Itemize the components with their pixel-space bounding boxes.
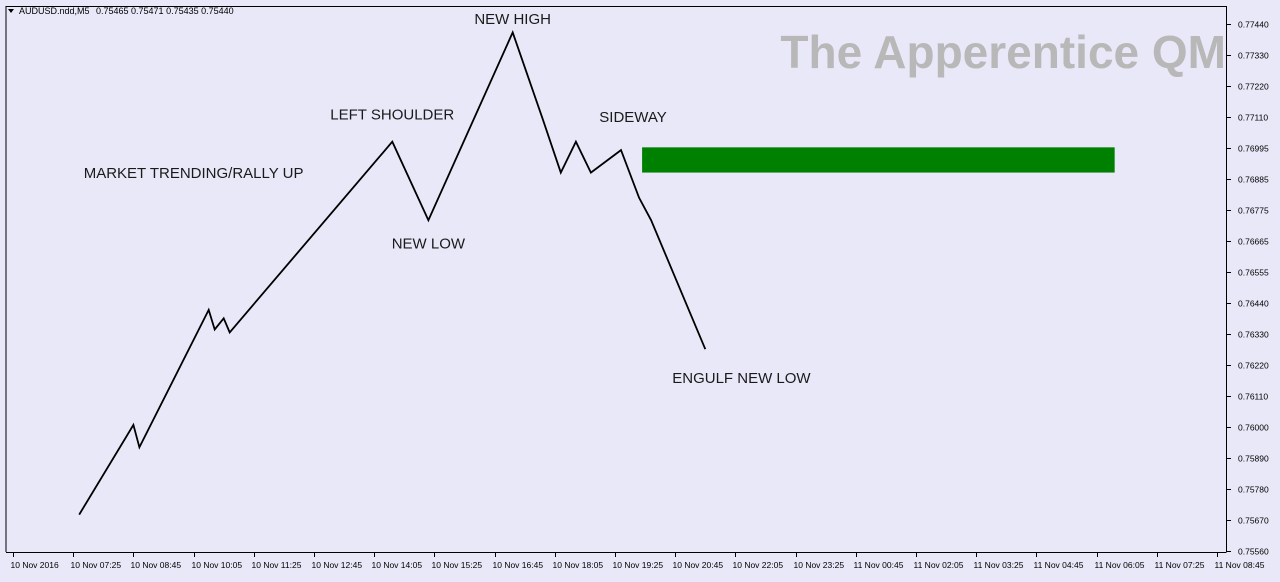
x-tick-label: 10 Nov 10:05 [192, 560, 243, 570]
x-tick-label: 10 Nov 14:05 [372, 560, 423, 570]
y-tick-label: 0.76330 [1238, 330, 1269, 340]
y-tick-label: 0.76995 [1238, 144, 1269, 154]
y-tick-label: 0.77110 [1238, 113, 1268, 123]
x-tick-label: 10 Nov 15:25 [432, 560, 483, 570]
y-tick-label: 0.77440 [1238, 20, 1269, 30]
y-tick-label: 0.76885 [1238, 175, 1269, 185]
x-tick-label: 10 Nov 23:25 [794, 560, 845, 570]
x-tick-label: 11 Nov 08:45 [1215, 560, 1265, 570]
x-tick-label: 11 Nov 04:45 [1034, 560, 1084, 570]
annotation-label: LEFT SHOULDER [330, 106, 454, 123]
y-tick-label: 0.77330 [1238, 51, 1269, 61]
x-tick-label: 10 Nov 16:45 [493, 560, 544, 570]
y-tick-label: 0.76665 [1238, 237, 1269, 247]
symbol-caption: AUDUSD.ndd,M5 [19, 6, 90, 16]
y-tick-label: 0.76440 [1238, 299, 1269, 309]
supply-zone-rect [642, 147, 1115, 172]
annotation-label: ENGULF NEW LOW [672, 370, 811, 387]
x-tick-label: 11 Nov 06:05 [1095, 560, 1145, 570]
x-tick-label: 11 Nov 07:25 [1155, 560, 1205, 570]
y-tick-label: 0.76555 [1238, 268, 1269, 278]
y-tick-label: 0.76000 [1238, 423, 1269, 433]
x-tick-label: 11 Nov 02:05 [914, 560, 964, 570]
y-tick-label: 0.75780 [1238, 485, 1269, 495]
x-tick-label: 11 Nov 00:45 [854, 560, 904, 570]
annotation-label: NEW LOW [392, 235, 466, 252]
x-tick-label: 10 Nov 20:45 [673, 560, 724, 570]
x-tick-label: 10 Nov 11:25 [252, 560, 302, 570]
annotation-label: SIDEWAY [599, 109, 667, 126]
y-tick-label: 0.75560 [1238, 547, 1269, 557]
x-tick-label: 10 Nov 07:25 [71, 560, 122, 570]
window-caption: AUDUSD.ndd,M5 0.75465 0.75471 0.75435 0.… [8, 6, 234, 16]
y-tick-label: 0.76220 [1238, 361, 1269, 371]
annotation-label: NEW HIGH [474, 11, 551, 28]
x-tick-label: 10 Nov 08:45 [131, 560, 182, 570]
x-tick-label: 10 Nov 2016 [11, 560, 59, 570]
annotation-label: MARKET TRENDING/RALLY UP [84, 165, 304, 182]
y-tick-label: 0.76110 [1238, 392, 1268, 402]
ohlc-caption: 0.75465 0.75471 0.75435 0.75440 [96, 6, 234, 16]
y-tick-label: 0.75670 [1238, 516, 1269, 526]
x-tick-label: 10 Nov 18:05 [553, 560, 604, 570]
x-tick-label: 10 Nov 19:25 [613, 560, 664, 570]
x-tick-label: 10 Nov 12:45 [312, 560, 363, 570]
watermark-logo: The Apperentice QM [780, 26, 1226, 78]
y-tick-label: 0.75890 [1238, 454, 1269, 464]
y-tick-label: 0.77220 [1238, 82, 1269, 92]
x-tick-label: 10 Nov 22:05 [733, 560, 784, 570]
x-tick-label: 11 Nov 03:25 [974, 560, 1024, 570]
y-tick-label: 0.76775 [1238, 206, 1269, 216]
